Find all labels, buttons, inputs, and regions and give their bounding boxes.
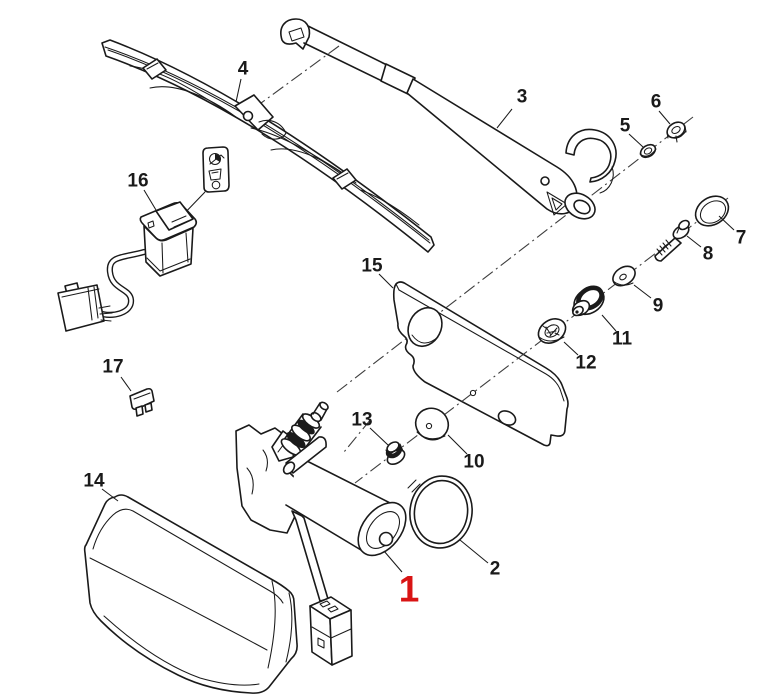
part-10-pad-drawing bbox=[414, 407, 450, 441]
part-7-cap-drawing bbox=[694, 195, 730, 227]
part-5-washer-drawing bbox=[639, 143, 657, 159]
part-6-nut-drawing bbox=[666, 121, 687, 143]
part-11-bushing-drawing bbox=[571, 285, 605, 317]
part-label-8[interactable]: 8 bbox=[702, 243, 714, 265]
part-label-1-highlighted[interactable]: 1 bbox=[398, 568, 420, 610]
part-3-wiper-arm-drawing bbox=[280, 18, 617, 220]
part-4-wiper-blade-drawing bbox=[101, 39, 435, 253]
part-1-wiper-motor-drawing bbox=[235, 401, 407, 666]
part-14-cover-drawing bbox=[83, 494, 298, 694]
part-label-6[interactable]: 6 bbox=[650, 91, 662, 113]
part-9-washer-drawing bbox=[612, 265, 636, 287]
part-16-switch-drawing bbox=[57, 146, 230, 332]
mounting-plate-holes bbox=[407, 306, 517, 426]
part-label-14[interactable]: 14 bbox=[83, 470, 105, 492]
part-label-4[interactable]: 4 bbox=[237, 58, 249, 80]
part-label-3[interactable]: 3 bbox=[516, 86, 528, 108]
part-17-fuse-drawing bbox=[129, 387, 155, 417]
part-label-15[interactable]: 15 bbox=[361, 255, 383, 277]
part-label-17[interactable]: 17 bbox=[102, 356, 124, 378]
part-8-bolt-drawing bbox=[654, 219, 690, 262]
part-label-2[interactable]: 2 bbox=[489, 558, 501, 580]
part-label-16[interactable]: 16 bbox=[127, 170, 149, 192]
part-label-10[interactable]: 10 bbox=[463, 451, 485, 473]
part-label-11[interactable]: 11 bbox=[611, 328, 633, 350]
part-label-9[interactable]: 9 bbox=[652, 295, 664, 317]
part-13-grommet-drawing bbox=[385, 441, 406, 466]
leader-lines bbox=[101, 78, 735, 573]
part-label-13[interactable]: 13 bbox=[351, 409, 373, 431]
part-12-lock-washer-drawing bbox=[537, 318, 567, 344]
part-2-o-ring-drawing bbox=[403, 474, 473, 549]
part-label-7[interactable]: 7 bbox=[735, 227, 747, 249]
part-label-12[interactable]: 12 bbox=[575, 352, 597, 374]
part-label-5[interactable]: 5 bbox=[619, 115, 631, 137]
